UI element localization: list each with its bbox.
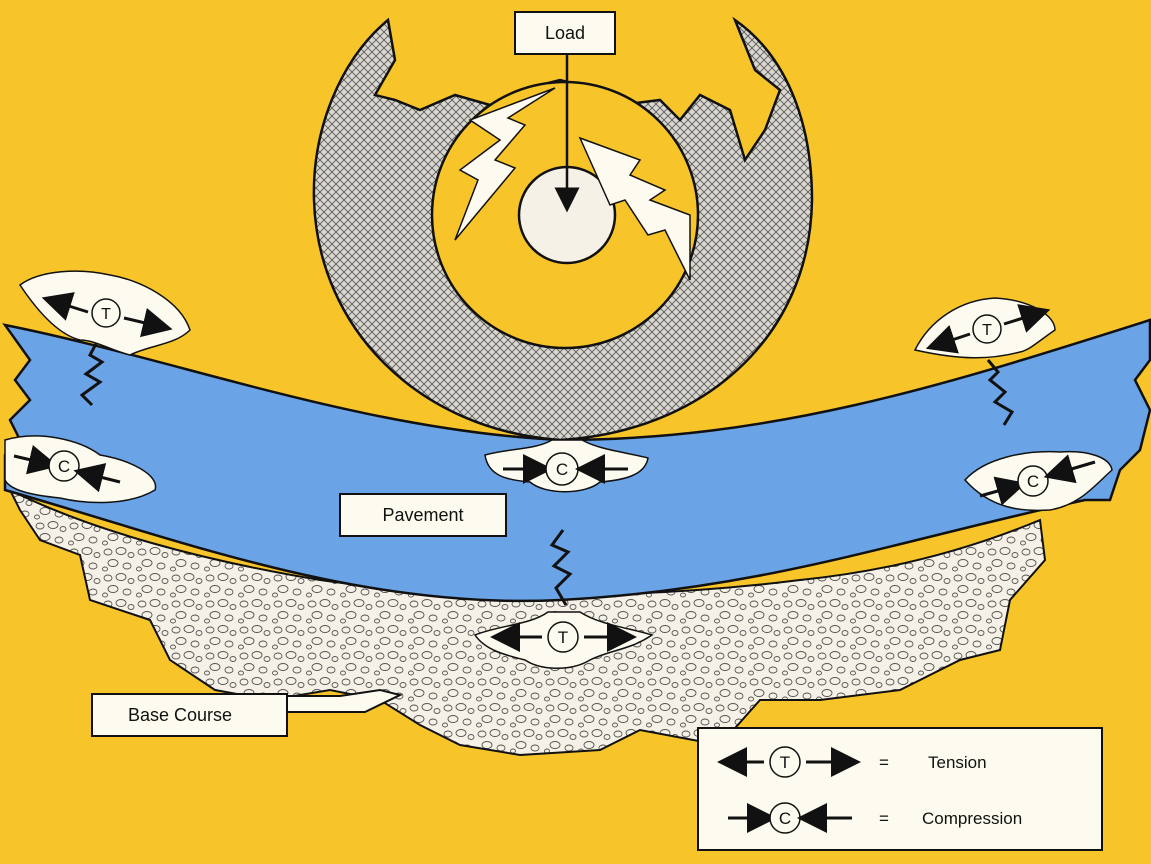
tension-letter: T (101, 306, 111, 323)
tension-letter: T (558, 628, 568, 647)
legend-compression-label: Compression (922, 809, 1022, 828)
legend-compression-letter: C (779, 809, 791, 828)
load-label: Load (545, 23, 585, 43)
legend: T = Tension C = Compression (698, 728, 1102, 850)
legend-compression-equals: = (879, 809, 889, 828)
legend-tension-equals: = (879, 753, 889, 772)
base-course-label: Base Course (128, 705, 232, 725)
tension-letter: T (982, 322, 992, 339)
compression-letter: C (58, 457, 70, 476)
legend-tension-letter: T (780, 753, 790, 772)
pavement-label: Pavement (382, 505, 463, 525)
compression-letter: C (556, 460, 568, 479)
compression-letter: C (1027, 472, 1039, 491)
legend-tension-label: Tension (928, 753, 987, 772)
legend-box (698, 728, 1102, 850)
